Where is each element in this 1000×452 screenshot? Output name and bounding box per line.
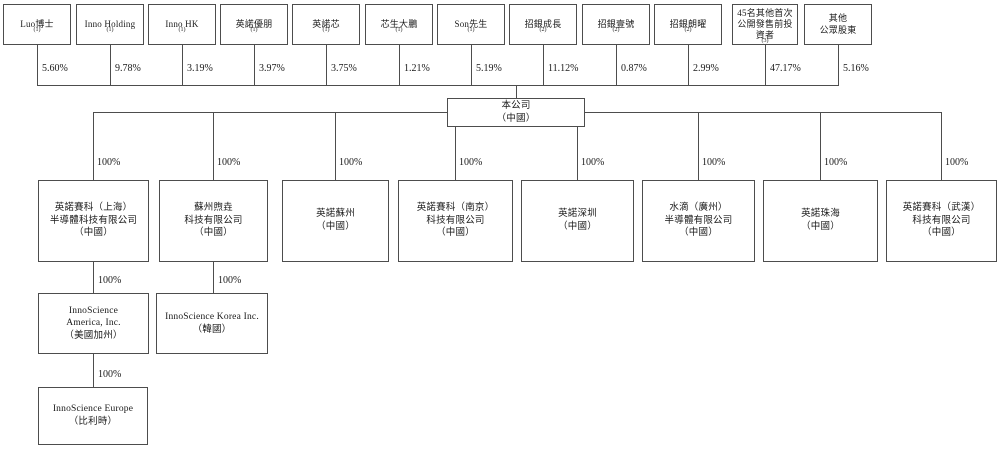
ownership-pct: 1.21%: [404, 63, 430, 74]
connector-line: [516, 85, 517, 98]
company-region: （中國）: [496, 113, 536, 124]
shareholder-name: 英諾優朋: [235, 18, 273, 29]
subsidiary-name: 英諾賽科（南京） 科技有限公司 （中國）: [416, 203, 495, 239]
subsidiary-box-wuhan: 英諾賽科（武漢） 科技有限公司 （中國）: [886, 180, 997, 262]
ownership-pct: 100%: [217, 157, 241, 168]
entity-box-innoscience-europe: InnoScience Europe （比利時）: [38, 387, 148, 445]
subsidiary-box-shanghai: 英諾賽科（上海） 半導體科技有限公司 （中國）: [38, 180, 149, 262]
connector-line: [37, 85, 839, 86]
connector-line: [698, 112, 699, 180]
company-name: 本公司: [501, 100, 531, 111]
shareholder-box-zhaoyin-yihao: 招銀壹號(2): [582, 4, 650, 45]
connector-line: [820, 112, 821, 180]
ownership-pct: 9.78%: [115, 63, 141, 74]
connector-line: [326, 45, 327, 85]
shareholder-box-luo: Luo博士(1): [3, 4, 71, 45]
subsidiary-box-guangzhou: 水滴（廣州） 半導體有限公司 （中國）: [642, 180, 755, 262]
shareholder-name: 招銀成長: [524, 18, 562, 29]
shareholder-name: Inno HK: [165, 18, 199, 29]
shareholder-box-inno-hk: Inno HK(1): [148, 4, 216, 45]
shareholder-box-xinsheng-dapeng: 芯生大鵬(1): [365, 4, 433, 45]
subsidiary-box-suzhou-xuyao: 蘇州煦垚 科技有限公司 （中國）: [159, 180, 268, 262]
connector-line: [213, 262, 214, 293]
connector-line: [93, 354, 94, 387]
connector-line: [93, 112, 94, 180]
shareholder-name: Luo博士: [20, 18, 54, 29]
subsidiary-name: 英諾蘇州 （中國）: [316, 209, 355, 232]
ownership-pct: 2.99%: [693, 63, 719, 74]
shareholder-name: 其他 公眾股東: [819, 13, 857, 35]
connector-line: [616, 45, 617, 85]
ownership-pct: 5.60%: [42, 63, 68, 74]
subsidiary-name: 英諾賽科（武漢） 科技有限公司 （中國）: [902, 203, 981, 239]
shareholder-name: 招銀壹號: [597, 18, 635, 29]
ownership-pct: 100%: [339, 157, 363, 168]
shareholder-box-inno-holding: Inno Holding(1): [76, 4, 144, 45]
connector-line: [941, 112, 942, 180]
entity-name: InnoScience Korea Inc. （韓國）: [165, 311, 259, 335]
entity-box-innoscience-korea: InnoScience Korea Inc. （韓國）: [156, 293, 268, 354]
subsidiary-name: 水滴（廣州） 半導體有限公司 （中國）: [664, 203, 733, 239]
shareholder-name: 英諾芯: [312, 18, 340, 29]
connector-line: [455, 127, 456, 180]
shareholder-box-son: Son先生(1): [437, 4, 505, 45]
subsidiary-name: 英諾深圳 （中國）: [558, 209, 597, 232]
company-box: 本公司 （中國）: [447, 98, 585, 127]
connector-line: [254, 45, 255, 85]
subsidiary-name: 英諾珠海 （中國）: [801, 209, 840, 232]
connector-line: [543, 45, 544, 85]
ownership-pct: 100%: [459, 157, 483, 168]
subsidiary-box-nanjing: 英諾賽科（南京） 科技有限公司 （中國）: [398, 180, 513, 262]
shareholder-box-yinnuo-xin: 英諾芯(1): [292, 4, 360, 45]
ownership-pct: 47.17%: [770, 63, 801, 74]
connector-line: [110, 45, 111, 85]
ownership-pct: 100%: [824, 157, 848, 168]
ownership-pct: 3.75%: [331, 63, 357, 74]
connector-line: [37, 45, 38, 85]
shareholder-name: 45名其他首次公開發售前投資者: [737, 7, 793, 41]
subsidiary-name: 英諾賽科（上海） 半導體科技有限公司 （中國）: [49, 203, 138, 239]
shareholder-box-zhaoyin-langyao: 招銀朗曜(2): [654, 4, 722, 45]
connector-line: [577, 127, 578, 180]
connector-line: [93, 262, 94, 293]
connector-line: [765, 45, 766, 85]
shareholder-box-preipo-investors: 45名其他首次公開發售前投資者(3): [732, 4, 798, 45]
ownership-pct: 3.19%: [187, 63, 213, 74]
ownership-pct: 100%: [98, 369, 122, 380]
entity-name: InnoScience America, Inc. （美國加州）: [64, 305, 123, 341]
entity-box-innoscience-america: InnoScience America, Inc. （美國加州）: [38, 293, 149, 354]
ownership-pct: 100%: [218, 275, 242, 286]
shareholder-name: Son先生: [454, 18, 488, 29]
ownership-pct: 5.19%: [476, 63, 502, 74]
shareholder-name: 招銀朗曜: [669, 18, 707, 29]
connector-line: [838, 45, 839, 85]
shareholder-box-yinnuo-youpeng: 英諾優朋(1): [220, 4, 288, 45]
connector-line: [471, 45, 472, 85]
connector-line: [399, 45, 400, 85]
ownership-pct: 5.16%: [843, 63, 869, 74]
ownership-pct: 3.97%: [259, 63, 285, 74]
shareholder-name: Inno Holding: [84, 18, 136, 29]
subsidiary-box-yinnuo-suzhou: 英諾蘇州 （中國）: [282, 180, 389, 262]
ownership-pct: 100%: [945, 157, 969, 168]
ownership-pct: 0.87%: [621, 63, 647, 74]
connector-line: [688, 45, 689, 85]
ownership-pct: 100%: [702, 157, 726, 168]
connector-line: [213, 112, 214, 180]
entity-name: InnoScience Europe （比利時）: [52, 404, 134, 427]
ownership-pct: 100%: [98, 275, 122, 286]
shareholder-box-zhaoyin-chengzhang: 招銀成長(2): [509, 4, 577, 45]
ownership-pct: 11.12%: [548, 63, 579, 74]
subsidiary-name: 蘇州煦垚 科技有限公司 （中國）: [184, 203, 243, 239]
connector-line: [335, 112, 336, 180]
subsidiary-box-zhuhai: 英諾珠海 （中國）: [763, 180, 878, 262]
ownership-pct: 100%: [97, 157, 121, 168]
subsidiary-box-shenzhen: 英諾深圳 （中國）: [521, 180, 634, 262]
shareholder-box-public-shareholders: 其他 公眾股東: [804, 4, 872, 45]
shareholder-name: 芯生大鵬: [380, 18, 418, 29]
ownership-pct: 100%: [581, 157, 605, 168]
connector-line: [182, 45, 183, 85]
